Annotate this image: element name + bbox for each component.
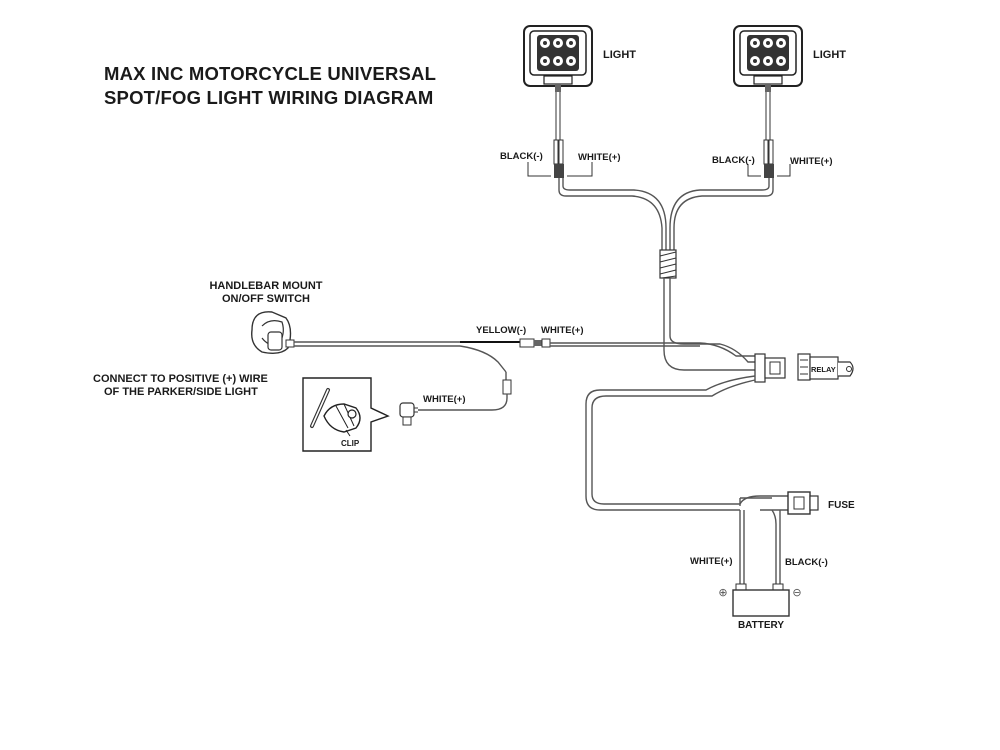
black-battery-label: BLACK(-) [785, 557, 828, 568]
white-right-label: WHITE(+) [790, 156, 832, 167]
light-right [733, 25, 803, 92]
battery-positive-icon: ⊕ [718, 587, 727, 599]
switch-label-line-2: ON/OFF SWITCH [222, 293, 310, 305]
white-switch-label: WHITE(+) [541, 325, 583, 336]
relay [797, 353, 854, 381]
light-left [523, 25, 593, 92]
parker-label-line-1: CONNECT TO POSITIVE (+) WIRE [93, 373, 268, 385]
switch-label-line-1: HANDLEBAR MOUNT [209, 280, 322, 292]
relay-socket [754, 353, 786, 383]
black-right-label: BLACK(-) [712, 155, 755, 166]
white-left-label: WHITE(+) [578, 152, 620, 163]
battery-leads [735, 509, 784, 591]
yellow-label: YELLOW(-) [476, 325, 526, 336]
fuse-holder [739, 491, 819, 515]
black-left-label: BLACK(-) [500, 151, 543, 162]
battery-label: BATTERY [738, 620, 784, 631]
white-battery-label: WHITE(+) [690, 556, 732, 567]
parker-label-line-2: OF THE PARKER/SIDE LIGHT [104, 386, 258, 398]
clip-label: CLIP [341, 439, 360, 448]
title-line-2: SPOT/FOG LIGHT WIRING DIAGRAM [104, 87, 434, 108]
fuse-label: FUSE [828, 500, 855, 511]
power-wiring [585, 375, 772, 511]
clip-callout [302, 377, 390, 452]
light-right-pigtail [747, 92, 791, 178]
light-left-pigtail [527, 92, 593, 178]
diagram-title: MAX INC MOTORCYCLE UNIVERSAL SPOT/FOG LI… [104, 62, 436, 110]
handlebar-switch [251, 311, 295, 355]
light-right-label: LIGHT [813, 49, 846, 61]
light-left-label: LIGHT [603, 49, 636, 61]
title-line-1: MAX INC MOTORCYCLE UNIVERSAL [104, 63, 437, 84]
parker-wiring [399, 372, 512, 426]
battery-negative-icon: ⊖ [792, 587, 801, 599]
light-harness [558, 178, 774, 371]
white-parker-label: WHITE(+) [423, 394, 465, 405]
switch-wiring [294, 338, 755, 373]
battery [732, 589, 790, 617]
relay-label: RELAY [811, 365, 836, 374]
